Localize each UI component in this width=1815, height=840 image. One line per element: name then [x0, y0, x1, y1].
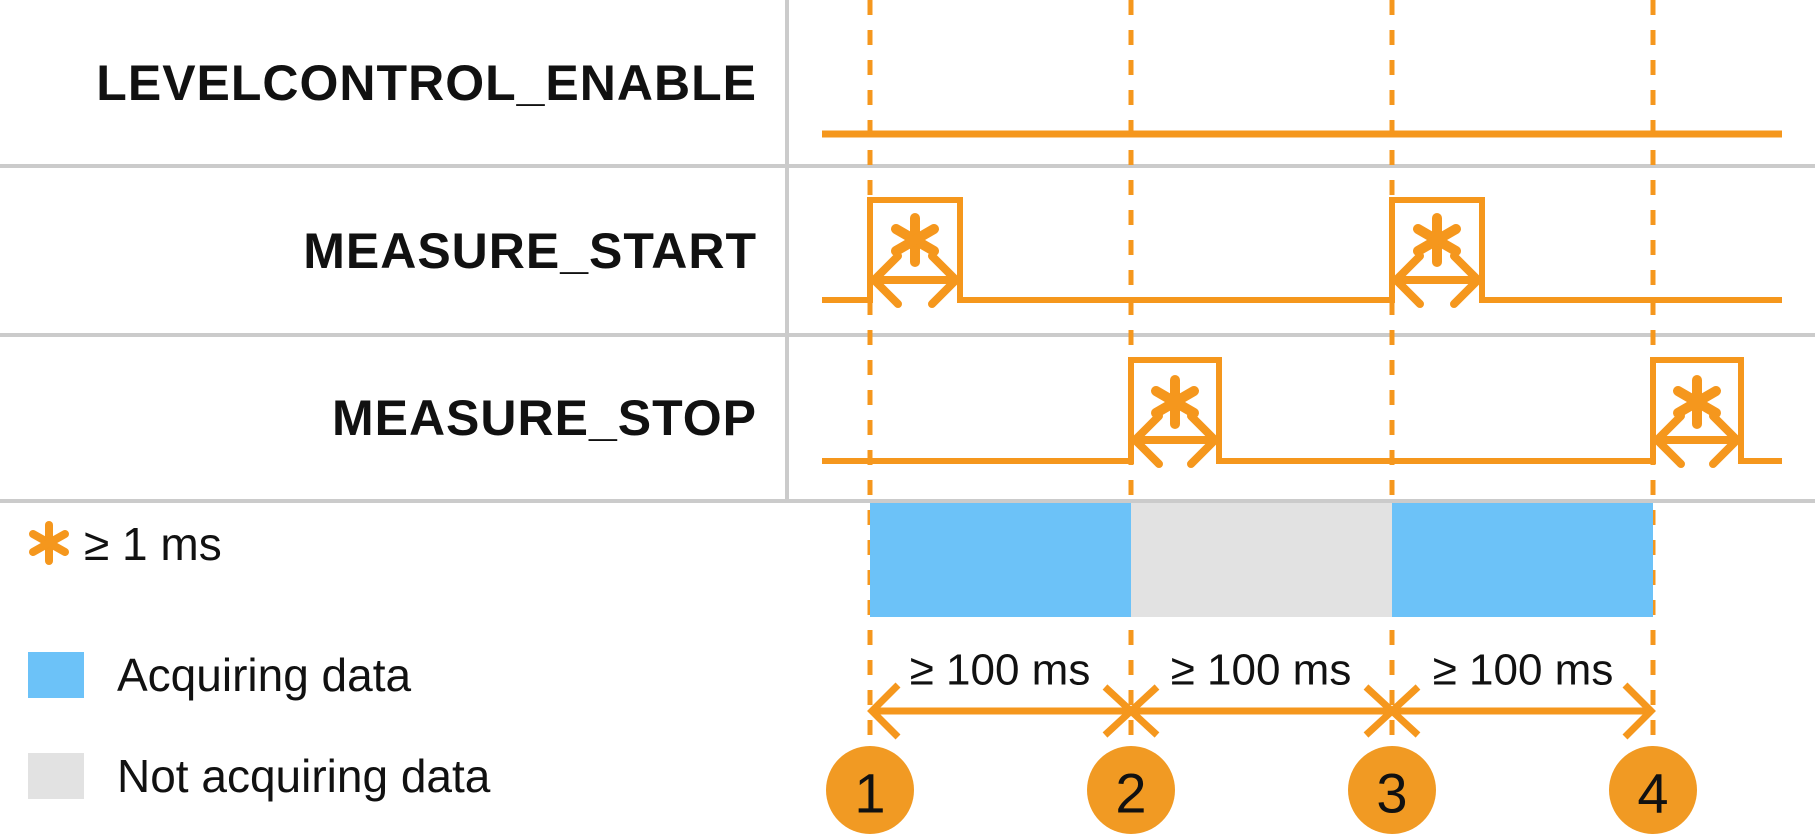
signal-label-levelcontrol-enable: LEVELCONTROL_ENABLE [96, 54, 757, 111]
legend-item-label: Acquiring data [117, 648, 412, 701]
legend-item-not-acquiring: Not acquiring data [28, 750, 490, 802]
asterisk-icon [891, 213, 939, 267]
marker-circle [826, 746, 914, 834]
legend-pulse-note: ≥ 1 ms [26, 515, 222, 573]
x-crossing-marker-3 [1363, 684, 1421, 738]
timeline-marker-4: 4 [1609, 746, 1697, 834]
interval-label-3: ≥ 100 ms [1433, 646, 1614, 695]
marker-number: 2 [1115, 762, 1146, 825]
acquisition-bar [870, 503, 1653, 617]
asterisk-icon [1151, 375, 1199, 429]
interval-label-1: ≥ 100 ms [910, 646, 1091, 695]
not-acquiring-swatch [28, 752, 84, 799]
marker-circle [1087, 746, 1175, 834]
pulse-width-arrow [1651, 412, 1743, 468]
marker-number: 3 [1376, 762, 1407, 825]
acquiring-bar-segment-1 [870, 503, 1131, 617]
asterisk-icon [1673, 375, 1721, 429]
not-acquiring-bar-segment [1131, 503, 1392, 617]
timeline-marker-1: 1 [826, 746, 914, 834]
timeline-marker-2: 2 [1087, 746, 1175, 834]
pulse-note-text: ≥ 1 ms [84, 518, 222, 570]
marker-number: 4 [1637, 762, 1668, 825]
pulse-width-annotations [868, 213, 1743, 468]
pulse-width-arrow [1390, 252, 1484, 308]
marker-dashed-lines [867, 0, 1656, 744]
waveform-measure-stop [822, 357, 1782, 464]
timeline-markers: 1 2 3 4 [826, 746, 1697, 834]
interval-labels: ≥ 100 ms ≥ 100 ms ≥ 100 ms [910, 646, 1614, 695]
marker-circle [1609, 746, 1697, 834]
interval-measure-arrow [867, 682, 1656, 740]
signal-label-measure-start: MEASURE_START [303, 222, 757, 279]
signal-label-measure-stop: MEASURE_STOP [331, 390, 757, 446]
marker-number: 1 [854, 762, 885, 825]
acquiring-bar-segment-2 [1392, 503, 1653, 617]
arrow-head-right [1622, 682, 1656, 740]
waveform-measure-start [822, 197, 1782, 303]
acquiring-swatch [28, 651, 84, 698]
grid-lines [0, 0, 1815, 503]
arrow-head-left [867, 682, 901, 740]
timeline-marker-3: 3 [1348, 746, 1436, 834]
asterisk-icon [29, 521, 69, 565]
marker-circle [1348, 746, 1436, 834]
pulse-width-arrow [1129, 412, 1221, 468]
x-crossing-marker-2 [1102, 684, 1160, 738]
legend-item-label: Not acquiring data [117, 749, 491, 802]
interval-label-2: ≥ 100 ms [1171, 646, 1352, 695]
pulse-width-arrow [868, 252, 962, 308]
asterisk-icon [1413, 213, 1461, 267]
legend-item-acquiring: Acquiring data [28, 649, 411, 701]
